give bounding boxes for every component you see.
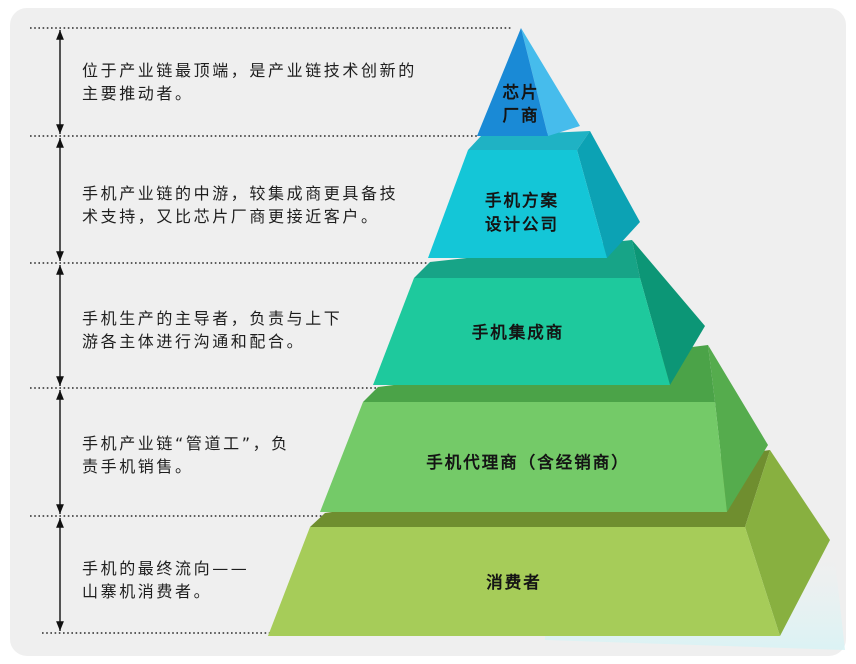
level-1-side-face bbox=[521, 28, 580, 136]
description-4: 手机产业链“管道工”，负 责手机销售。 bbox=[82, 434, 290, 476]
description-3-line-2: 游各主体进行沟通和配合。 bbox=[82, 332, 305, 351]
pyramid-level-3: 手机集成商 bbox=[373, 240, 705, 385]
level-4-front-face bbox=[320, 402, 727, 512]
description-1-line-2: 主要推动者。 bbox=[82, 84, 194, 103]
description-2-line-1: 手机产业链的中游，较集成商更具备技 bbox=[82, 184, 398, 203]
description-2: 手机产业链的中游，较集成商更具备技 术支持，又比芯片厂商更接近客户。 bbox=[82, 184, 398, 226]
level-1-label-line-1: 芯片 bbox=[503, 82, 540, 102]
level-4-label: 手机代理商（含经销商） bbox=[426, 452, 630, 472]
description-1-line-1: 位于产业链最顶端，是产业链技术创新的 bbox=[82, 61, 417, 80]
description-5-line-2: 山寨机消费者。 bbox=[82, 582, 212, 601]
level-2-side-face bbox=[577, 131, 640, 258]
level-3-side-face bbox=[632, 240, 705, 385]
description-4-line-2: 责手机销售。 bbox=[82, 457, 194, 476]
level-3-label: 手机集成商 bbox=[472, 322, 565, 342]
description-4-line-1: 手机产业链“管道工”，负 bbox=[82, 434, 290, 453]
level-3-front-face bbox=[373, 278, 670, 385]
level-4-side-face bbox=[708, 345, 768, 512]
level-1-label-line-2: 厂商 bbox=[503, 105, 540, 125]
pyramid-level-1: 芯片 厂商 bbox=[477, 28, 580, 136]
description-1: 位于产业链最顶端，是产业链技术创新的 主要推动者。 bbox=[82, 61, 417, 103]
description-3: 手机生产的主导者，负责与上下 游各主体进行沟通和配合。 bbox=[82, 309, 342, 351]
level-2-label-line-1: 手机方案 bbox=[485, 190, 559, 210]
level-1-front-face bbox=[477, 28, 548, 136]
level-2-front-face bbox=[428, 150, 607, 258]
level-5-front-face bbox=[268, 527, 780, 636]
level-2-label-line-2: 设计公司 bbox=[485, 214, 559, 234]
description-5-line-1: 手机的最终流向—— bbox=[82, 559, 249, 578]
description-2-line-2: 术支持，又比芯片厂商更接近客户。 bbox=[82, 207, 380, 226]
level-5-side-face bbox=[745, 450, 830, 636]
description-3-line-1: 手机生产的主导者，负责与上下 bbox=[82, 309, 342, 328]
pyramid-level-2: 手机方案 设计公司 bbox=[428, 131, 640, 258]
level-5-label: 消费者 bbox=[486, 572, 542, 592]
description-5: 手机的最终流向—— 山寨机消费者。 bbox=[82, 559, 249, 601]
